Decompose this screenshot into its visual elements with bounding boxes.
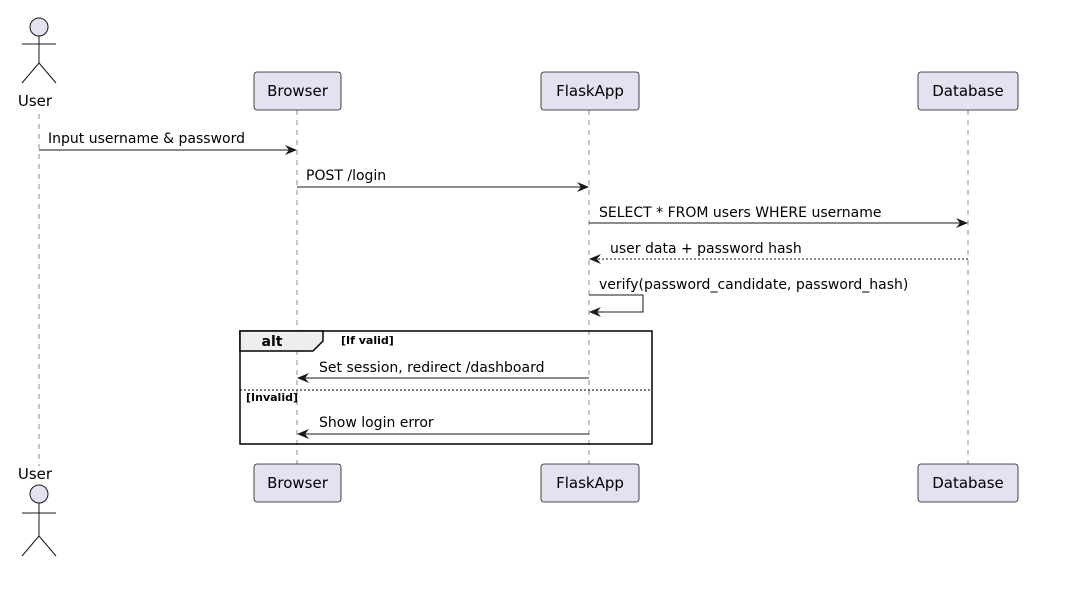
alt-frame-border <box>239 330 653 445</box>
actor-right-leg <box>38 535 57 557</box>
message-input-credentials: Input username & password <box>39 131 297 155</box>
message-label: user data + password hash <box>610 241 802 257</box>
message-label: verify(password_candidate, password_hash… <box>599 277 908 293</box>
message-label: Set session, redirect /dashboard <box>319 360 544 376</box>
actor-right-leg <box>38 62 57 84</box>
message-label: POST /login <box>306 168 386 184</box>
message-show-error: Show login error <box>297 415 589 439</box>
participant-flaskapp-bottom: FlaskApp <box>540 463 640 503</box>
actor-label: User <box>18 465 53 483</box>
participant-label: FlaskApp <box>556 474 624 492</box>
participant-flaskapp-top: FlaskApp <box>540 71 640 111</box>
actor-label: User <box>18 92 53 110</box>
participant-browser-bottom: Browser <box>253 463 342 503</box>
message-label: Input username & password <box>48 131 245 147</box>
participant-browser-top: Browser <box>253 71 342 111</box>
participant-database-top: Database <box>917 71 1019 111</box>
actor-user-bottom: User <box>18 465 57 557</box>
actor-head <box>29 17 49 37</box>
participant-label: Database <box>932 82 1004 100</box>
participant-label: FlaskApp <box>556 82 624 100</box>
participant-label: Browser <box>267 82 329 100</box>
message-set-session: Set session, redirect /dashboard <box>297 360 589 383</box>
message-select-query: SELECT * FROM users WHERE username <box>589 205 968 228</box>
message-label: SELECT * FROM users WHERE username <box>599 205 881 221</box>
alt-guard-invalid: [Invalid] <box>246 391 298 404</box>
participant-label: Browser <box>267 474 329 492</box>
participant-label: Database <box>932 474 1004 492</box>
actor-user-top: User <box>18 17 57 110</box>
alt-frame-tab <box>239 330 324 352</box>
actor-left-leg <box>21 535 40 557</box>
message-user-data-return: user data + password hash <box>589 241 968 264</box>
message-post-login: POST /login <box>297 168 589 192</box>
participant-database-bottom: Database <box>917 463 1019 503</box>
actor-left-leg <box>21 62 40 84</box>
message-arrow <box>589 294 644 317</box>
alt-frame: alt [If valid] [Invalid] <box>239 330 653 445</box>
alt-guard-valid: [If valid] <box>341 334 394 347</box>
actor-head <box>29 484 49 504</box>
message-verify-self: verify(password_candidate, password_hash… <box>589 277 908 317</box>
alt-keyword: alt <box>262 334 283 350</box>
message-label: Show login error <box>319 415 434 431</box>
